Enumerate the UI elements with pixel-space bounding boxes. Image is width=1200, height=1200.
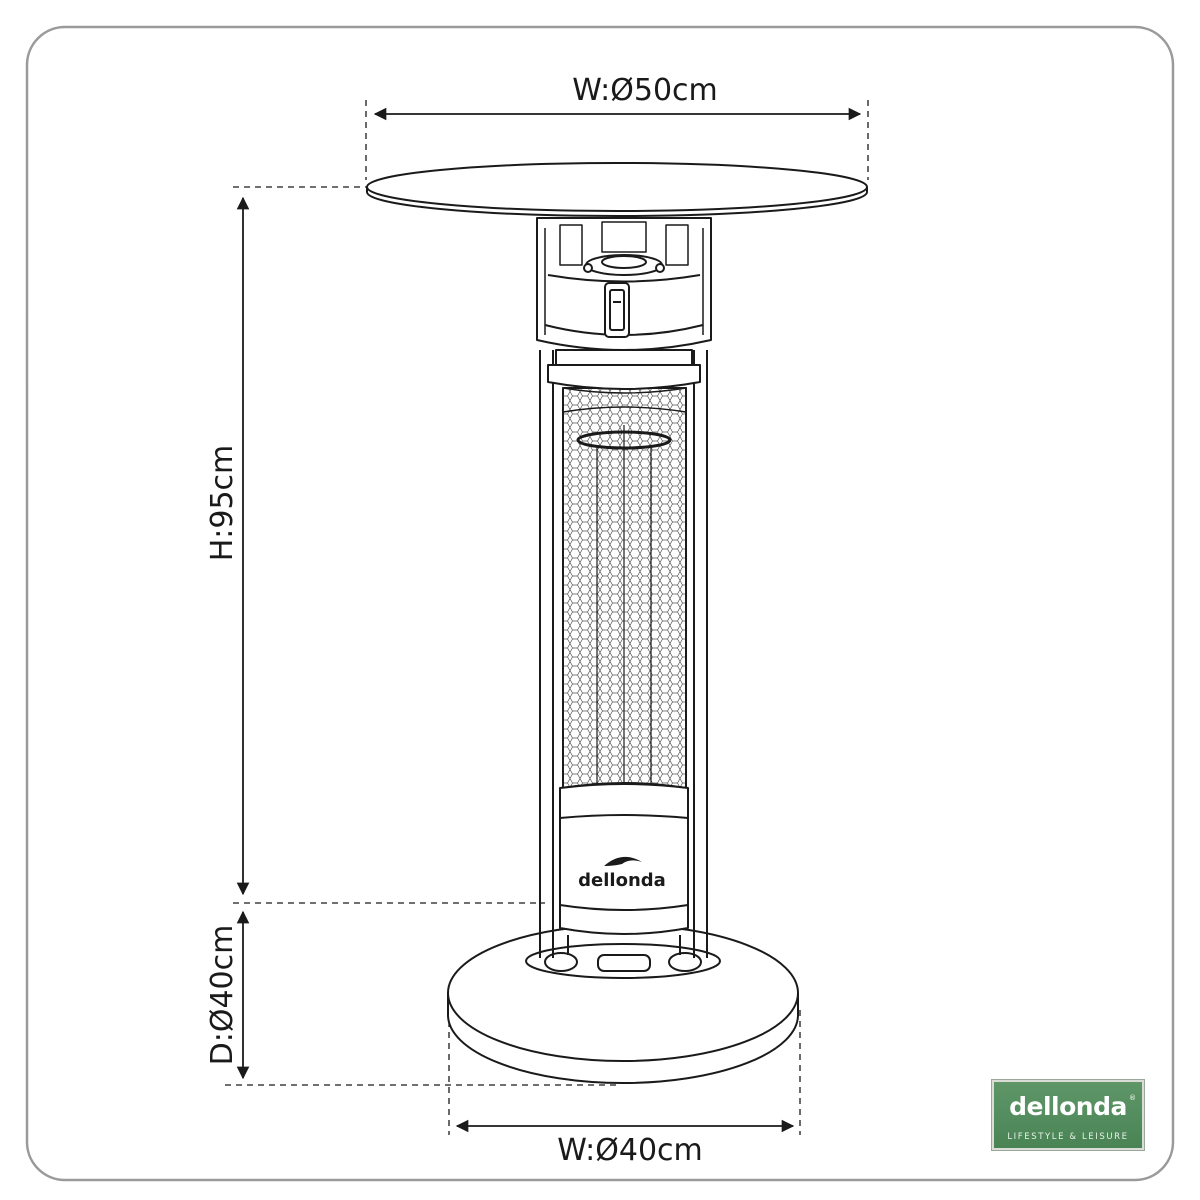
top-width-label: W:Ø50cm bbox=[572, 73, 718, 108]
upper-collar bbox=[547, 349, 701, 413]
brand-badge: ® dellonda LIFESTYLE & LEISURE bbox=[992, 1080, 1144, 1150]
heater-table bbox=[366, 162, 868, 1084]
base-depth-label: D:Ø40cm bbox=[205, 925, 240, 1066]
power-switch bbox=[604, 282, 630, 338]
round-base bbox=[447, 924, 799, 1084]
heating-element bbox=[562, 387, 687, 789]
dellonda-logo-icon: dellonda bbox=[578, 856, 666, 891]
dimension-guides bbox=[225, 100, 869, 1135]
svg-text:dellonda: dellonda bbox=[578, 870, 666, 891]
height-label: H:95cm bbox=[205, 445, 240, 562]
brand-tagline: LIFESTYLE & LEISURE bbox=[1007, 1132, 1129, 1142]
trademark-mark: ® bbox=[1129, 1094, 1136, 1102]
table-top bbox=[366, 162, 868, 217]
base-width-label: W:Ø40cm bbox=[557, 1133, 703, 1168]
column-posts bbox=[539, 350, 708, 958]
dimension-arrows bbox=[236, 107, 862, 1133]
brand-name: dellonda bbox=[1009, 1092, 1127, 1121]
